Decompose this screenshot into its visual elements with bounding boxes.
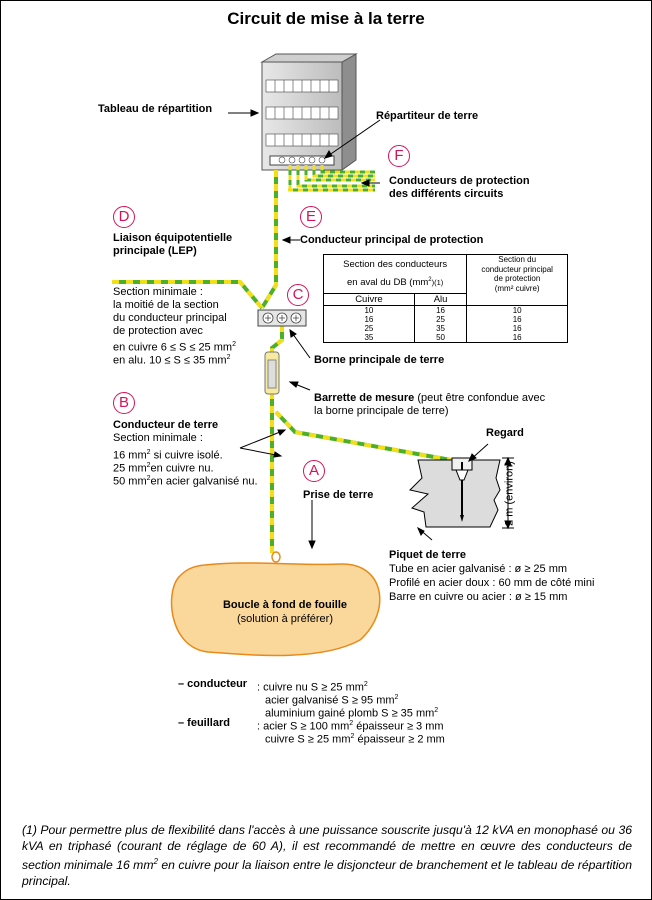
- lep-section-min: Section minimale :: [113, 286, 203, 298]
- label-distance: 2 m (environ): [503, 461, 516, 526]
- circle-c: C: [287, 284, 309, 306]
- ct-section: Section minimale :: [113, 432, 203, 444]
- page-title: Circuit de mise à la terre: [227, 9, 425, 28]
- spec-f2: cuivre S ≥ 25 mm2 épaisseur ≥ 2 mm: [265, 733, 445, 746]
- lep-moitie-2: du conducteur principal: [113, 312, 227, 324]
- label-tableau: Tableau de répartition: [98, 103, 213, 115]
- table-header-1: Section des conducteurs: [322, 253, 468, 274]
- main-protection-conductor: [112, 170, 463, 553]
- circle-d: D: [113, 206, 135, 228]
- circle-f: F: [388, 145, 410, 167]
- label-barrette: Barrette de mesure (peut être confondue …: [314, 392, 546, 404]
- label-repartiteur: Répartiteur de terre: [376, 110, 479, 122]
- label-conducteur-terre: Conducteur de terre: [113, 419, 219, 431]
- circle-b: B: [113, 392, 135, 414]
- spec-c1: : cuivre nu S ≥ 25 mm2: [257, 681, 368, 694]
- spec-c2: acier galvanisé S ≥ 95 mm2: [265, 694, 399, 707]
- piquet-line-2: Profilé en acier doux : 60 mm de côté mi…: [389, 577, 595, 589]
- measuring-bar: [264, 351, 280, 395]
- piquet-line-3: Barre en cuivre ou acier : ø ≥ 15 mm: [389, 591, 568, 603]
- label-conducteur-principal: Conducteur principal de protection: [300, 234, 484, 246]
- label-piquet: Piquet de terre: [389, 549, 467, 561]
- lep-moitie-3: de protection avec: [113, 325, 203, 337]
- col-alu: Alu: [413, 292, 468, 306]
- spec-feuillard-label: – feuillard: [178, 717, 230, 729]
- label-borne: Borne principale de terre: [314, 354, 445, 366]
- lep-cuivre-range: en cuivre 6 ≤ S ≤ 25 mm2: [113, 341, 236, 354]
- spec-c3: aluminium gainé plomb S ≥ 35 mm2: [265, 707, 439, 720]
- annotation-arrows: [228, 109, 514, 550]
- distribution-board: [260, 53, 358, 171]
- lep-alu-range: en alu. 10 ≤ S ≤ 35 mm2: [113, 354, 231, 367]
- label-conducteurs-protection-1: Conducteurs de protection: [389, 175, 530, 187]
- piquet-line-1: Tube en acier galvanisé : ø ≥ 25 mm: [389, 563, 568, 575]
- table-header-1b: en aval du DB (mm2)(1): [322, 273, 468, 294]
- label-lep-1: Liaison équipotentielle: [113, 232, 233, 244]
- circuit-protection-conductors: [288, 165, 375, 192]
- lep-moitie-1: la moitié de la section: [113, 299, 219, 311]
- spec-conducteur-label: – conducteur: [178, 678, 248, 690]
- circle-a: A: [303, 460, 325, 482]
- ct-line-1: 16 mm2 si cuivre isolé.: [113, 449, 223, 462]
- col-cuivre: Cuivre: [323, 292, 415, 306]
- spec-f1: : acier S ≥ 100 mm2 épaisseur ≥ 3 mm: [257, 720, 444, 733]
- main-earth-terminal: [257, 309, 307, 327]
- ct-line-3: 50 mm2en acier galvanisé nu.: [113, 475, 258, 488]
- circle-e: E: [300, 206, 322, 228]
- ct-line-2: 25 mm2en cuivre nu.: [113, 462, 214, 475]
- label-barrette-2: la borne principale de terre): [314, 405, 449, 417]
- foundation-loop: [170, 551, 381, 657]
- label-conducteurs-protection-2: des différents circuits: [389, 188, 504, 200]
- boucle-label: Boucle à fond de fouille (solution à pré…: [222, 599, 348, 625]
- label-prise: Prise de terre: [303, 489, 374, 501]
- earth-rod-ground: [409, 457, 501, 528]
- label-regard: Regard: [486, 427, 524, 439]
- label-lep-2: principale (LEP): [113, 245, 197, 257]
- footnote: (1) Pour permettre plus de flexibilité d…: [22, 823, 632, 889]
